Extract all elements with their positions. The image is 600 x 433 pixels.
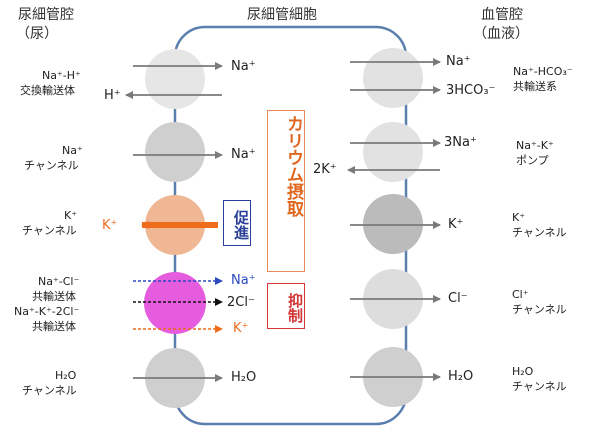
label-nacl-ion: Na⁺-Cl⁻ — [38, 275, 80, 288]
ion-na-2: Na⁺ — [231, 147, 256, 162]
right-k-channel-circle — [363, 194, 423, 254]
ion-hco3: 3HCO₃⁻ — [446, 83, 496, 98]
label-nkcc-ion: Na⁺-K⁺-2Cl⁻ — [14, 305, 80, 318]
ion-h2o-right: H₂O — [448, 369, 474, 384]
label-cl-channel-right-ion: Cl⁺ — [512, 288, 529, 301]
label-nak-pump: ポンプ — [516, 154, 549, 167]
right-nahco3-circle — [363, 48, 423, 108]
ion-2k: 2K⁺ — [313, 162, 337, 177]
label-k-channel: チャンネル — [22, 224, 77, 237]
ion-2cl: 2Cl⁻ — [227, 295, 255, 310]
left-cotransporter-circle — [144, 272, 206, 334]
label-nkcc: 共輸送体 — [32, 320, 76, 333]
ion-na-1: Na⁺ — [231, 59, 256, 74]
label-k-channel-right-ion: K⁺ — [512, 211, 526, 224]
kalium-intake-box: カリウム摂取 — [267, 110, 305, 272]
left-na-channel-circle — [145, 122, 205, 182]
header-lumen-sub: （尿） — [16, 26, 58, 42]
promote-box: 促進 — [223, 200, 251, 246]
label-h2o-channel-right: チャンネル — [512, 380, 567, 393]
ion-na-right: Na⁺ — [446, 54, 471, 69]
label-h2o-channel-ion: H₂O — [55, 369, 77, 382]
label-na-channel: チャンネル — [24, 159, 79, 172]
label-cl-channel-right: チャンネル — [512, 303, 567, 316]
header-lumen: 尿細管腔 — [18, 7, 74, 23]
inhibit-box: 抑制 — [267, 283, 305, 329]
ion-k-lumen: K⁺ — [102, 218, 118, 233]
label-nah-exchanger-ion: Na⁺-H⁺ — [42, 69, 81, 82]
right-nak-pump-circle — [363, 122, 423, 182]
label-nacl: 共輸送体 — [32, 290, 76, 303]
header-blood-sub: （血液） — [473, 26, 529, 42]
ion-h: H⁺ — [104, 88, 121, 103]
ion-k-orange: K⁺ — [233, 321, 249, 336]
label-nah-exchanger: 交換輸送体 — [20, 84, 75, 97]
label-nak-pump-ion: Na⁺-K⁺ — [516, 139, 554, 152]
ion-3na: 3Na⁺ — [444, 135, 477, 150]
label-k-channel-ion: K⁺ — [64, 209, 78, 222]
ion-na-blue: Na⁺ — [231, 273, 256, 288]
label-k-channel-right: チャンネル — [512, 226, 567, 239]
header-blood: 血管腔 — [481, 7, 523, 23]
label-h2o-channel-right-ion: H₂O — [512, 365, 534, 378]
header-cell: 尿細管細胞 — [247, 7, 317, 23]
ion-h2o-left: H₂O — [231, 370, 257, 385]
label-na-channel-ion: Na⁺ — [62, 144, 83, 157]
label-nahco3: 共輸送系 — [513, 80, 557, 93]
label-nahco3-ion: Na⁺-HCO₃⁻ — [513, 65, 573, 78]
ion-cl-right: Cl⁻ — [448, 291, 468, 306]
left-nah-exchanger-circle — [145, 49, 205, 109]
label-h2o-channel: チャンネル — [22, 384, 77, 397]
ion-k-right: K⁺ — [448, 217, 464, 232]
